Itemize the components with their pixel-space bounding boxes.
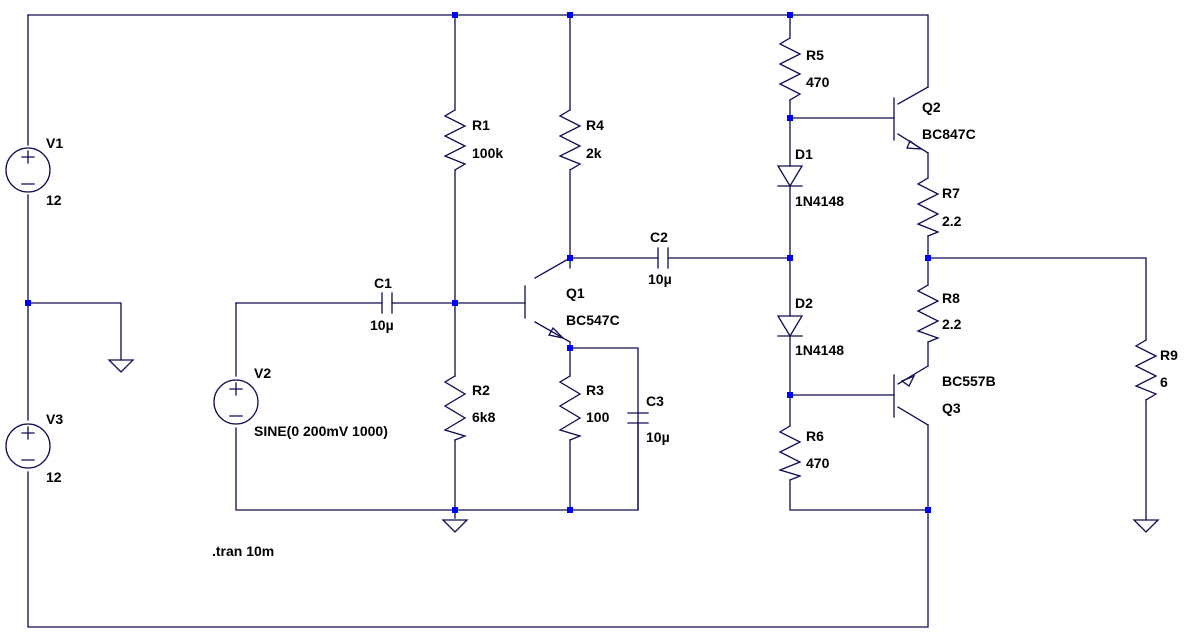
r9-value: 6 xyxy=(1160,374,1168,390)
r5-zigzag xyxy=(778,37,802,101)
r6-label: R6 xyxy=(806,428,824,444)
c1-label: C1 xyxy=(374,275,392,291)
d2-value: 1N4148 xyxy=(795,342,844,358)
r8-zigzag xyxy=(916,284,940,343)
v1-value: 12 xyxy=(46,192,62,208)
r4-label: R4 xyxy=(586,117,604,133)
c3-label: C3 xyxy=(646,393,664,409)
r9-label: R9 xyxy=(1160,347,1178,363)
q1-label: Q1 xyxy=(566,285,585,301)
v1-source-icon xyxy=(5,147,51,193)
q1-emitter-arrow-icon xyxy=(547,326,566,340)
r4-value: 2k xyxy=(586,145,602,161)
r3-label: R3 xyxy=(586,382,604,398)
c2-plates xyxy=(657,247,669,269)
ground-symbols xyxy=(107,359,1160,533)
c2-value: 10µ xyxy=(648,271,672,287)
q2-value: BC847C xyxy=(922,126,976,142)
capacitor-symbols xyxy=(381,247,669,511)
r5-value: 470 xyxy=(806,74,830,90)
d2-label: D2 xyxy=(795,295,813,311)
r4-zigzag xyxy=(558,109,582,171)
q2-label: Q2 xyxy=(922,99,941,115)
r6-value: 470 xyxy=(806,455,830,471)
r3-zigzag xyxy=(558,375,582,441)
v1-label: V1 xyxy=(46,135,63,151)
r1-label: R1 xyxy=(472,117,490,133)
r8-label: R8 xyxy=(942,290,960,306)
r6-zigzag xyxy=(778,425,802,481)
d1-value: 1N4148 xyxy=(795,193,844,209)
r5-label: R5 xyxy=(806,47,824,63)
r2-value: 6k8 xyxy=(472,409,496,425)
transistor-symbols xyxy=(547,139,924,387)
junctions xyxy=(25,12,931,513)
v3-value: 12 xyxy=(46,469,62,485)
resistor-symbols xyxy=(443,37,1158,481)
q3-emitter-arrow-icon xyxy=(900,374,916,387)
r8-value: 2.2 xyxy=(942,316,962,332)
r7-zigzag xyxy=(916,177,940,237)
ground-icon xyxy=(441,519,469,533)
c2-label: C2 xyxy=(650,229,668,245)
q2-emitter-arrow-icon xyxy=(906,139,924,150)
d2-diode-icon xyxy=(776,315,804,338)
r9-zigzag xyxy=(1134,339,1158,401)
v2-label: V2 xyxy=(254,365,271,381)
voltage-source-symbols xyxy=(5,147,259,469)
r7-label: R7 xyxy=(942,185,960,201)
r3-value: 100 xyxy=(586,409,610,425)
r7-value: 2.2 xyxy=(942,213,962,229)
r2-zigzag xyxy=(443,375,467,441)
labels: V1 12 V3 12 V2 SINE(0 200mV 1000) R1 100… xyxy=(46,47,1178,559)
d1-label: D1 xyxy=(795,146,813,162)
c3-value: 10µ xyxy=(646,429,670,445)
v3-label: V3 xyxy=(46,411,63,427)
q1-value: BC547C xyxy=(566,312,620,328)
r1-value: 100k xyxy=(472,145,503,161)
v2-value: SINE(0 200mV 1000) xyxy=(254,423,388,439)
v2-source-icon xyxy=(213,379,259,425)
q3-value: BC557B xyxy=(942,373,996,389)
d1-diode-icon xyxy=(776,165,804,188)
r2-label: R2 xyxy=(472,382,490,398)
v3-source-icon xyxy=(5,423,51,469)
q3-label: Q3 xyxy=(942,400,961,416)
c1-value: 10µ xyxy=(370,317,394,333)
simulation-directive[interactable]: .tran 10m xyxy=(212,543,274,559)
diode-symbols xyxy=(776,165,804,338)
c1-plates xyxy=(381,292,393,314)
ground-icon xyxy=(107,359,135,373)
r1-zigzag xyxy=(443,109,467,171)
ground-icon xyxy=(1132,519,1160,533)
